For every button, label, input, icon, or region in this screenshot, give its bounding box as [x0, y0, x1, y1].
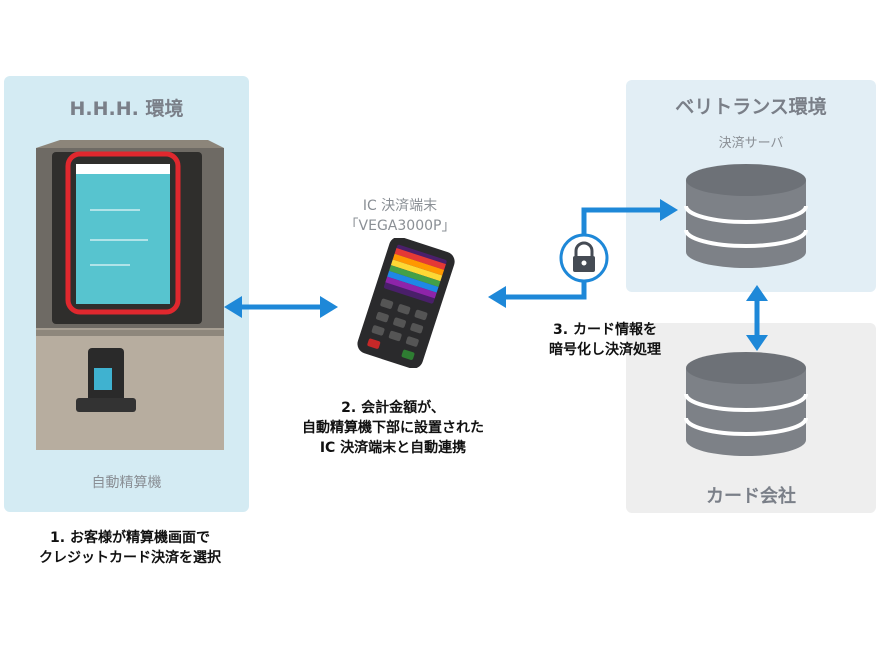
payment-terminal-image	[357, 238, 455, 368]
step2-line1: 2. 会計金額が、	[341, 400, 445, 416]
step3-caption: 3. カード情報を 暗号化し決済処理	[520, 320, 690, 360]
server-card-arrow	[746, 285, 768, 351]
lock-icon	[559, 233, 609, 283]
card-company-title: カード会社	[706, 486, 796, 507]
step2-line3: IC 決済端末と自動連携	[319, 440, 467, 456]
step1-line1: 1. お客様が精算機画面で	[50, 530, 210, 546]
kiosk-terminal-arrow	[224, 296, 338, 318]
veritrans-environment-title: ベリトランス環境	[675, 96, 827, 118]
step3-line2: 暗号化し決済処理	[549, 342, 661, 358]
hhh-environment-title: H.H.H. 環境	[69, 98, 184, 120]
payment-server-label: 決済サーバ	[718, 136, 784, 151]
terminal-label-line1: IC 決済端末	[362, 198, 438, 214]
step3-line1: 3. カード情報を	[553, 322, 657, 338]
card-company-database-icon	[684, 352, 808, 456]
payment-server-database-icon	[684, 164, 808, 268]
step2-line2: 自動精算機下部に設置された	[302, 420, 484, 436]
step1-caption: 1. お客様が精算機画面で クレジットカード決済を選択	[0, 528, 260, 568]
terminal-label-line2: 「VEGA3000P」	[344, 218, 456, 234]
step2-caption: 2. 会計金額が、 自動精算機下部に設置された IC 決済端末と自動連携	[258, 398, 528, 458]
kiosk-label: 自動精算機	[91, 475, 162, 491]
terminal-label: IC 決済端末 「VEGA3000P」	[330, 196, 470, 236]
step1-line2: クレジットカード決済を選択	[39, 550, 221, 566]
kiosk-machine-image	[36, 140, 224, 450]
